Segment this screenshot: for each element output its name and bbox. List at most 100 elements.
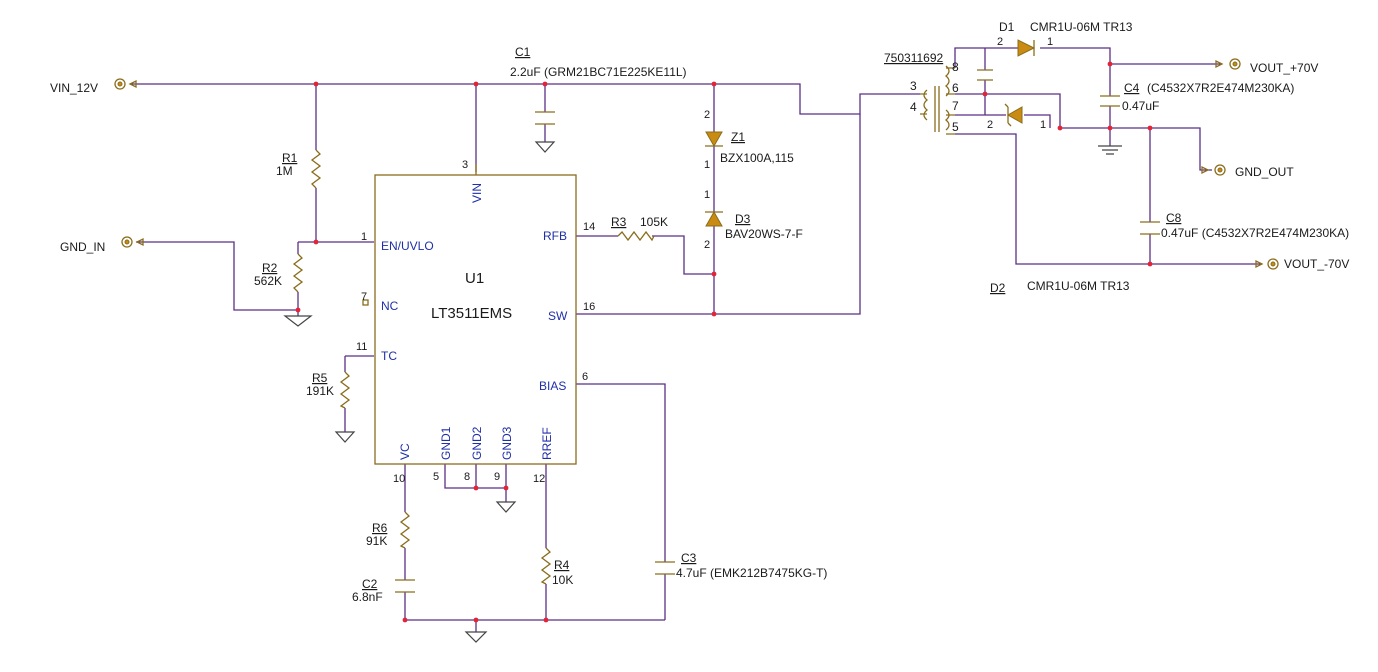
r1-symbol xyxy=(310,149,322,189)
vout-neg-port-icon xyxy=(1267,258,1279,270)
port-connectors xyxy=(114,58,1279,270)
r2-ref-label: R2 xyxy=(262,261,278,275)
pin-bias-label: BIAS xyxy=(539,379,566,393)
c2-value-label: 6.8nF xyxy=(352,590,383,604)
d1-pin-k: 1 xyxy=(1047,36,1053,48)
d1-value-label: CMR1U-06M TR13 xyxy=(1030,20,1133,34)
gnd-out-port-icon xyxy=(1214,164,1226,176)
vout-neg-port-label: VOUT_-70V xyxy=(1284,257,1349,271)
vin-port-label: VIN_12V xyxy=(50,81,98,95)
r5-ref-label: R5 xyxy=(312,371,328,385)
z1-value-label: BZX100A,115 xyxy=(720,151,794,165)
pin-gnd2-number: 8 xyxy=(464,471,470,483)
pin-gnd1-label: GND1 xyxy=(439,426,453,460)
c4-ref-label: C4 xyxy=(1124,81,1140,95)
pin-tc-label: TC xyxy=(381,349,397,363)
wires xyxy=(130,47,1262,632)
capacitors xyxy=(395,69,1160,593)
c3-value-label: 4.7uF (EMK212B7475KG-T) xyxy=(676,566,827,580)
pin-nc-number: 7 xyxy=(361,291,367,303)
t1-pin-3: 3 xyxy=(910,79,917,93)
c4-value2-label: 0.47uF xyxy=(1122,99,1159,113)
d2-value-label: CMR1U-06M TR13 xyxy=(1027,279,1130,293)
gnd-in-port-label: GND_IN xyxy=(60,240,105,254)
pin-vc-label: VC xyxy=(398,443,412,460)
pin-gnd2-label: GND2 xyxy=(470,426,484,460)
z1-pin-bottom: 1 xyxy=(704,159,710,171)
r4-value-label: 10K xyxy=(552,573,573,587)
d3-diode-icon xyxy=(705,210,723,227)
pin-vc-number: 10 xyxy=(393,473,405,485)
r5-value-label: 191K xyxy=(306,384,334,398)
c8-value-label: 0.47uF (C4532X7R2E474M230KA) xyxy=(1161,226,1349,240)
junction-dots xyxy=(295,61,1153,623)
u1-ref-label: U1 xyxy=(465,270,484,287)
d2-pin-a: 2 xyxy=(987,119,993,131)
d3-ref-label: D3 xyxy=(735,212,751,226)
t1-pin-6: 6 xyxy=(952,81,959,95)
pin-bias-number: 6 xyxy=(582,371,588,383)
d3-pin-top: 1 xyxy=(704,189,710,201)
r5-symbol xyxy=(339,371,351,409)
c1-ref-label: C1 xyxy=(515,45,531,59)
d1-diode-icon xyxy=(1017,39,1036,57)
t1-part-label: 750311692 xyxy=(884,51,944,65)
nc-pin-marker xyxy=(362,299,369,306)
ground-icon xyxy=(534,141,556,153)
d2-pin-k: 1 xyxy=(1040,119,1046,131)
r6-symbol xyxy=(399,511,411,549)
r2-symbol xyxy=(292,253,304,293)
pin-nc-label: NC xyxy=(381,299,399,313)
u1-chip xyxy=(362,164,577,465)
t1-pin-7: 7 xyxy=(952,99,959,113)
pin-rfb-label: RFB xyxy=(543,229,567,243)
c1-symbol xyxy=(535,111,555,125)
r3-symbol xyxy=(617,230,655,242)
pin-vin-number: 3 xyxy=(462,159,468,171)
u1-part-label: LT3511EMS xyxy=(431,305,512,322)
ground-symbols xyxy=(283,141,1122,643)
pin-sw-number: 16 xyxy=(583,301,595,313)
pin-vin-label: VIN xyxy=(470,183,484,203)
r2-value-label: 562K xyxy=(254,274,282,288)
c8-ref-label: C8 xyxy=(1166,211,1182,225)
pin-tc-number: 11 xyxy=(356,341,367,353)
resistors xyxy=(292,149,655,585)
pin-sw-label: SW xyxy=(548,309,568,323)
r3-ref-label: R3 xyxy=(611,215,627,229)
vout-pos-port-icon xyxy=(1229,58,1241,70)
d3-pin-bottom: 2 xyxy=(704,239,710,251)
r4-symbol xyxy=(540,547,552,585)
gnd-out-port-label: GND_OUT xyxy=(1235,165,1294,179)
t1-pin-5: 5 xyxy=(952,120,959,134)
c3-ref-label: C3 xyxy=(681,551,697,565)
z1-pin-top: 2 xyxy=(704,109,710,121)
ground-icon xyxy=(1098,145,1122,155)
diodes xyxy=(705,39,1036,227)
r6-ref-label: R6 xyxy=(372,521,388,535)
r6-value-label: 91K xyxy=(366,534,387,548)
ground-icon xyxy=(283,315,313,327)
c4-symbol xyxy=(1100,95,1120,107)
transformer-t1 xyxy=(920,65,955,135)
r1-value-label: 1M xyxy=(276,164,293,178)
c1-value-label: 2.2uF (GRM21BC71E225KE11L) xyxy=(510,65,687,79)
c2-symbol xyxy=(395,579,415,593)
ground-icon xyxy=(495,501,517,513)
d1-pin-a: 2 xyxy=(997,36,1003,48)
d2-ref-label: D2 xyxy=(990,281,1006,295)
r1-ref-label: R1 xyxy=(282,151,298,165)
c4-value-label: (C4532X7R2E474M230KA) xyxy=(1147,81,1294,95)
pin-gnd3-number: 9 xyxy=(494,471,500,483)
pin-rfb-number: 14 xyxy=(583,221,595,233)
t1-pin-8: 8 xyxy=(952,60,959,74)
pin-gnd1-number: 5 xyxy=(433,471,439,483)
gnd-in-port-icon xyxy=(121,236,133,248)
r4-ref-label: R4 xyxy=(554,558,570,572)
d3-value-label: BAV20WS-7-F xyxy=(725,227,803,241)
pin-gnd3-label: GND3 xyxy=(500,426,514,460)
c3-symbol xyxy=(655,561,675,575)
snubber-cap-symbol xyxy=(977,69,993,81)
z1-zener-icon xyxy=(705,131,723,148)
